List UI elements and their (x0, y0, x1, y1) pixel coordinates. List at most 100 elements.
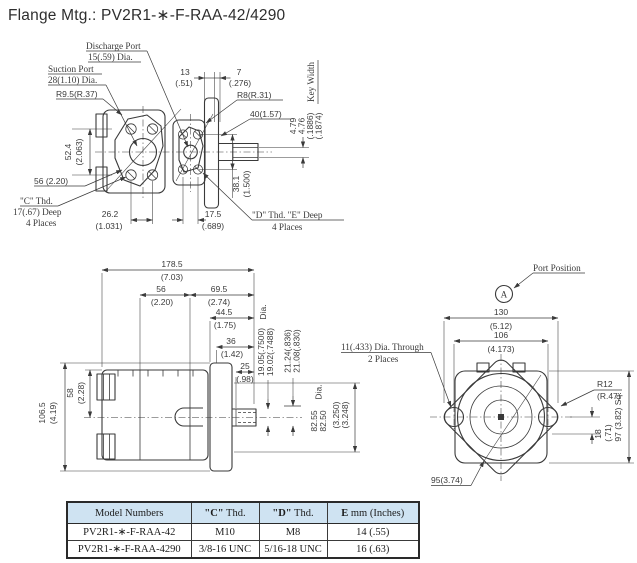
dim-7-in: (.276) (229, 78, 251, 88)
table-header-row: Model Numbers "C" Thd. "D" Thd. E mm (In… (66, 501, 420, 524)
side-view: 178.5 (7.03) 56 (2.20) 69.5 (2.74) 44.5 … (37, 259, 360, 472)
pilot-mm-2: 82.50 (318, 410, 328, 432)
dim-38-mm: 38.1 (231, 175, 241, 192)
dim-56-in: (2.20) (151, 297, 173, 307)
pilot-in-1: (3.250) (331, 401, 341, 428)
model-cell: PV2R1-∗-F-RAA-42 (66, 523, 192, 541)
port-position-letter: A (501, 290, 508, 300)
header-c-thread: "C" Thd. (190, 501, 260, 524)
dim-106-mm: 106 (494, 330, 508, 340)
dim-58-mm: 58 (65, 388, 75, 398)
rear-view: Port Position A 130 (5.12) 106 (4.173) 1… (341, 263, 634, 486)
shaft-dia-label: Dia. (258, 304, 268, 319)
model-spec-table: Model Numbers "C" Thd. "D" Thd. E mm (In… (66, 501, 420, 559)
suction-port-label: Suction Port (48, 64, 94, 74)
key-mm-2: 4.76 (297, 117, 307, 134)
key-mm-1: 4.79 (288, 117, 298, 134)
table-row: PV2R1-∗-F-RAA-4290 3/8-16 UNC 5/16-18 UN… (66, 540, 420, 559)
pilot-mm-1: 82.55 (309, 410, 319, 432)
dim-38-in: (1.500) (242, 170, 252, 197)
top-view-dimensions (20, 50, 344, 224)
rear-view-dimensions (341, 272, 634, 486)
c-thread-cell: 3/8-16 UNC (190, 540, 260, 559)
through-holes-places: 2 Places (368, 354, 399, 364)
dim-106-5-mm: 106.5 (37, 402, 47, 424)
dim-130-in: (5.12) (490, 321, 512, 331)
dim-178-mm: 178.5 (161, 259, 183, 269)
dim-44-mm: 44.5 (216, 307, 233, 317)
dim-25-mm: 25 (240, 361, 250, 371)
top-view-centerlines (95, 106, 272, 198)
rear-view-outline (430, 354, 572, 481)
dim-17-mm: 17.5 (205, 209, 222, 219)
dim-130-mm: 130 (494, 307, 508, 317)
shaft-dia-1: 19.05(.7500) (256, 328, 266, 376)
dim-106-5-in: (4.19) (48, 402, 58, 424)
dim-18-mm: 18 (593, 429, 603, 439)
dim-69-mm: 69.5 (211, 284, 228, 294)
pilot-dia-label: Dia. (314, 384, 324, 399)
dim-52-mm: 52.4 (63, 143, 73, 160)
d-thread-cell: 5/16-18 UNC (258, 540, 328, 559)
side-view-outline (84, 362, 302, 472)
shaft-dia-2: 19.02(.7488) (265, 328, 275, 376)
rear-view-texts: Port Position A 130 (5.12) 106 (4.173) 1… (341, 263, 623, 485)
dim-26-mm: 26.2 (102, 209, 119, 219)
dim-18-in: (.71) (603, 424, 613, 442)
top-view-texts: Discharge Port 15(.59) Dia. Suction Port… (13, 41, 324, 232)
dim-7-mm: 7 (237, 67, 242, 77)
key-in-1: (.1886) (305, 112, 315, 139)
port-position-label: Port Position (533, 263, 581, 273)
d-thread-places: 4 Places (272, 222, 303, 232)
c-thread-places: 4 Places (26, 218, 57, 228)
dim-69-in: (2.74) (208, 297, 230, 307)
key-in-2: (.1874) (314, 112, 324, 139)
through-holes-label: 11(.433) Dia. Through (341, 342, 424, 352)
dim-52-in: (2.063) (74, 138, 84, 165)
dim-44-in: (1.75) (214, 320, 236, 330)
dim-178-in: (7.03) (161, 272, 183, 282)
header-d-thread: "D" Thd. (258, 501, 328, 524)
dim-36-mm: 36 (226, 336, 236, 346)
dim-56: 56 (2.20) (34, 176, 68, 186)
key-height-1: 21.24(.836) (283, 329, 293, 373)
dim-97-sq: 97 (3.82) Sq. (613, 392, 623, 441)
dim-40: 40(1.57) (250, 109, 282, 119)
page-title: Flange Mtg.: PV2R1-∗-F-RAA-42/4290 (8, 7, 286, 24)
dim-13-mm: 13 (180, 67, 190, 77)
header-model-numbers: Model Numbers (66, 501, 192, 524)
model-cell: PV2R1-∗-F-RAA-4290 (66, 540, 192, 559)
c-thread-label: "C" Thd. (20, 196, 53, 206)
dim-95: 95(3.74) (431, 475, 463, 485)
dim-17-in: (.689) (202, 221, 224, 231)
radius-r8: R8(R.31) (237, 90, 272, 100)
d-thread-cell: M8 (258, 523, 328, 541)
suction-port-dia: 28(1.10) Dia. (48, 75, 97, 85)
c-thread-depth: 17(.67) Deep (13, 207, 62, 217)
top-view: Discharge Port 15(.59) Dia. Suction Port… (13, 41, 344, 232)
dim-56-mm: 56 (156, 284, 166, 294)
e-dim-cell: 14 (.55) (326, 523, 420, 541)
discharge-port-dia: 15(.59) Dia. (88, 52, 133, 62)
pilot-in-2: (3.248) (340, 401, 350, 428)
radius-r95: R9.5(R.37) (56, 89, 98, 99)
radius-r12-mm: R12 (597, 379, 613, 389)
dim-58-in: (2.28) (76, 382, 86, 404)
dim-36-in: (1.42) (221, 349, 243, 359)
radius-r12-in: (R.47) (597, 391, 621, 401)
discharge-port-label: Discharge Port (86, 41, 141, 51)
dim-13-in: (.51) (175, 78, 193, 88)
dim-26-in: (1.031) (96, 221, 123, 231)
dim-106-in: (4.173) (488, 344, 515, 354)
header-e-dim: E mm (Inches) (326, 501, 420, 524)
dim-25-in: (.98) (236, 374, 254, 384)
d-thread-label: "D" Thd. "E" Deep (252, 210, 323, 220)
side-view-dimensions (60, 267, 360, 472)
e-dim-cell: 16 (.63) (326, 540, 420, 559)
key-height-2: 21.08(.830) (292, 329, 302, 373)
key-width-label: Key Width (306, 62, 316, 102)
c-thread-cell: M10 (190, 523, 260, 541)
side-view-texts: 178.5 (7.03) 56 (2.20) 69.5 (2.74) 44.5 … (37, 259, 350, 432)
